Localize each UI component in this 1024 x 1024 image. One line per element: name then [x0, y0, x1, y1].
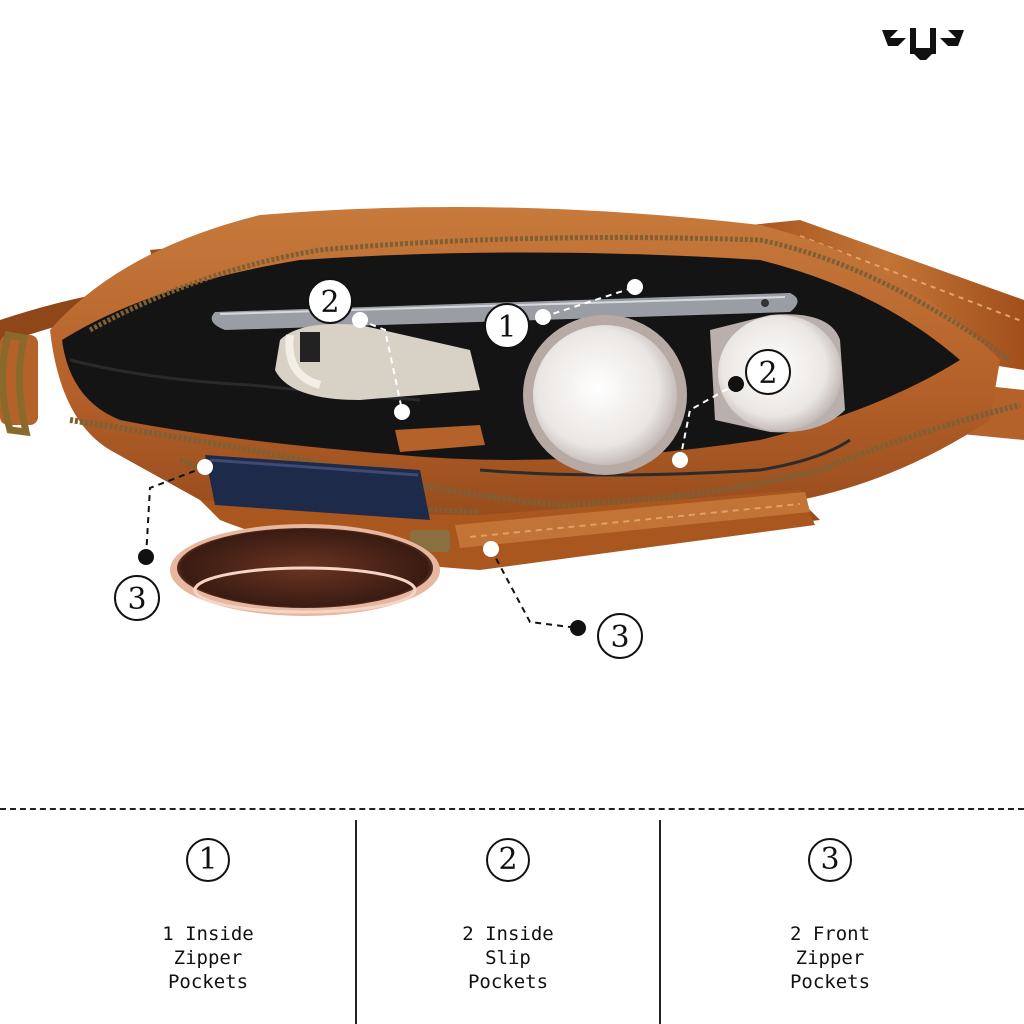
phone — [205, 455, 430, 520]
brand-logo — [880, 22, 966, 62]
legend-badge: 2 — [486, 838, 530, 882]
callout-badge-3b: 3 — [597, 613, 643, 659]
legend-label: 2 Front Zipper Pockets — [789, 923, 871, 993]
pocket-legend: 1 1 Inside Zipper Pockets 2 2 Inside Sli… — [0, 820, 1024, 1024]
callout-number: 2 — [758, 356, 777, 391]
callout-number: 2 — [320, 285, 339, 320]
legend-label: 2 Inside Slip Pockets — [462, 923, 554, 993]
callout-dots — [138, 279, 744, 636]
callout-badge-2a: 2 — [307, 278, 353, 324]
legend-separator — [659, 820, 661, 1024]
callout-number: 3 — [610, 620, 629, 655]
callout-badge-3a: 3 — [114, 575, 160, 621]
brand-monogram-logo-icon — [882, 28, 964, 60]
legend-item-inside-slip: 2 2 Inside Slip Pockets — [356, 820, 660, 1024]
legend-badge: 3 — [808, 838, 852, 882]
legend-item-inside-zipper: 1 1 Inside Zipper Pockets — [60, 820, 356, 1024]
callout-badge-1: 1 — [484, 303, 530, 349]
callout-number: 3 — [127, 582, 146, 617]
callout-number: 1 — [497, 310, 516, 345]
slip-pocket-tab — [395, 425, 485, 452]
sunglasses-case — [275, 324, 480, 400]
bag-illustration: 1 2 2 3 3 — [0, 207, 1024, 659]
callout-badge-2b: 2 — [745, 349, 791, 395]
callout-lines — [145, 286, 737, 629]
legend-separator — [355, 820, 357, 1024]
section-divider — [0, 808, 1024, 810]
legend-label: 1 Inside Zipper Pockets — [162, 923, 254, 993]
compact-mirror — [170, 524, 440, 616]
legend-item-front-zipper: 3 2 Front Zipper Pockets — [660, 820, 1000, 1024]
legend-badge: 1 — [186, 838, 230, 882]
